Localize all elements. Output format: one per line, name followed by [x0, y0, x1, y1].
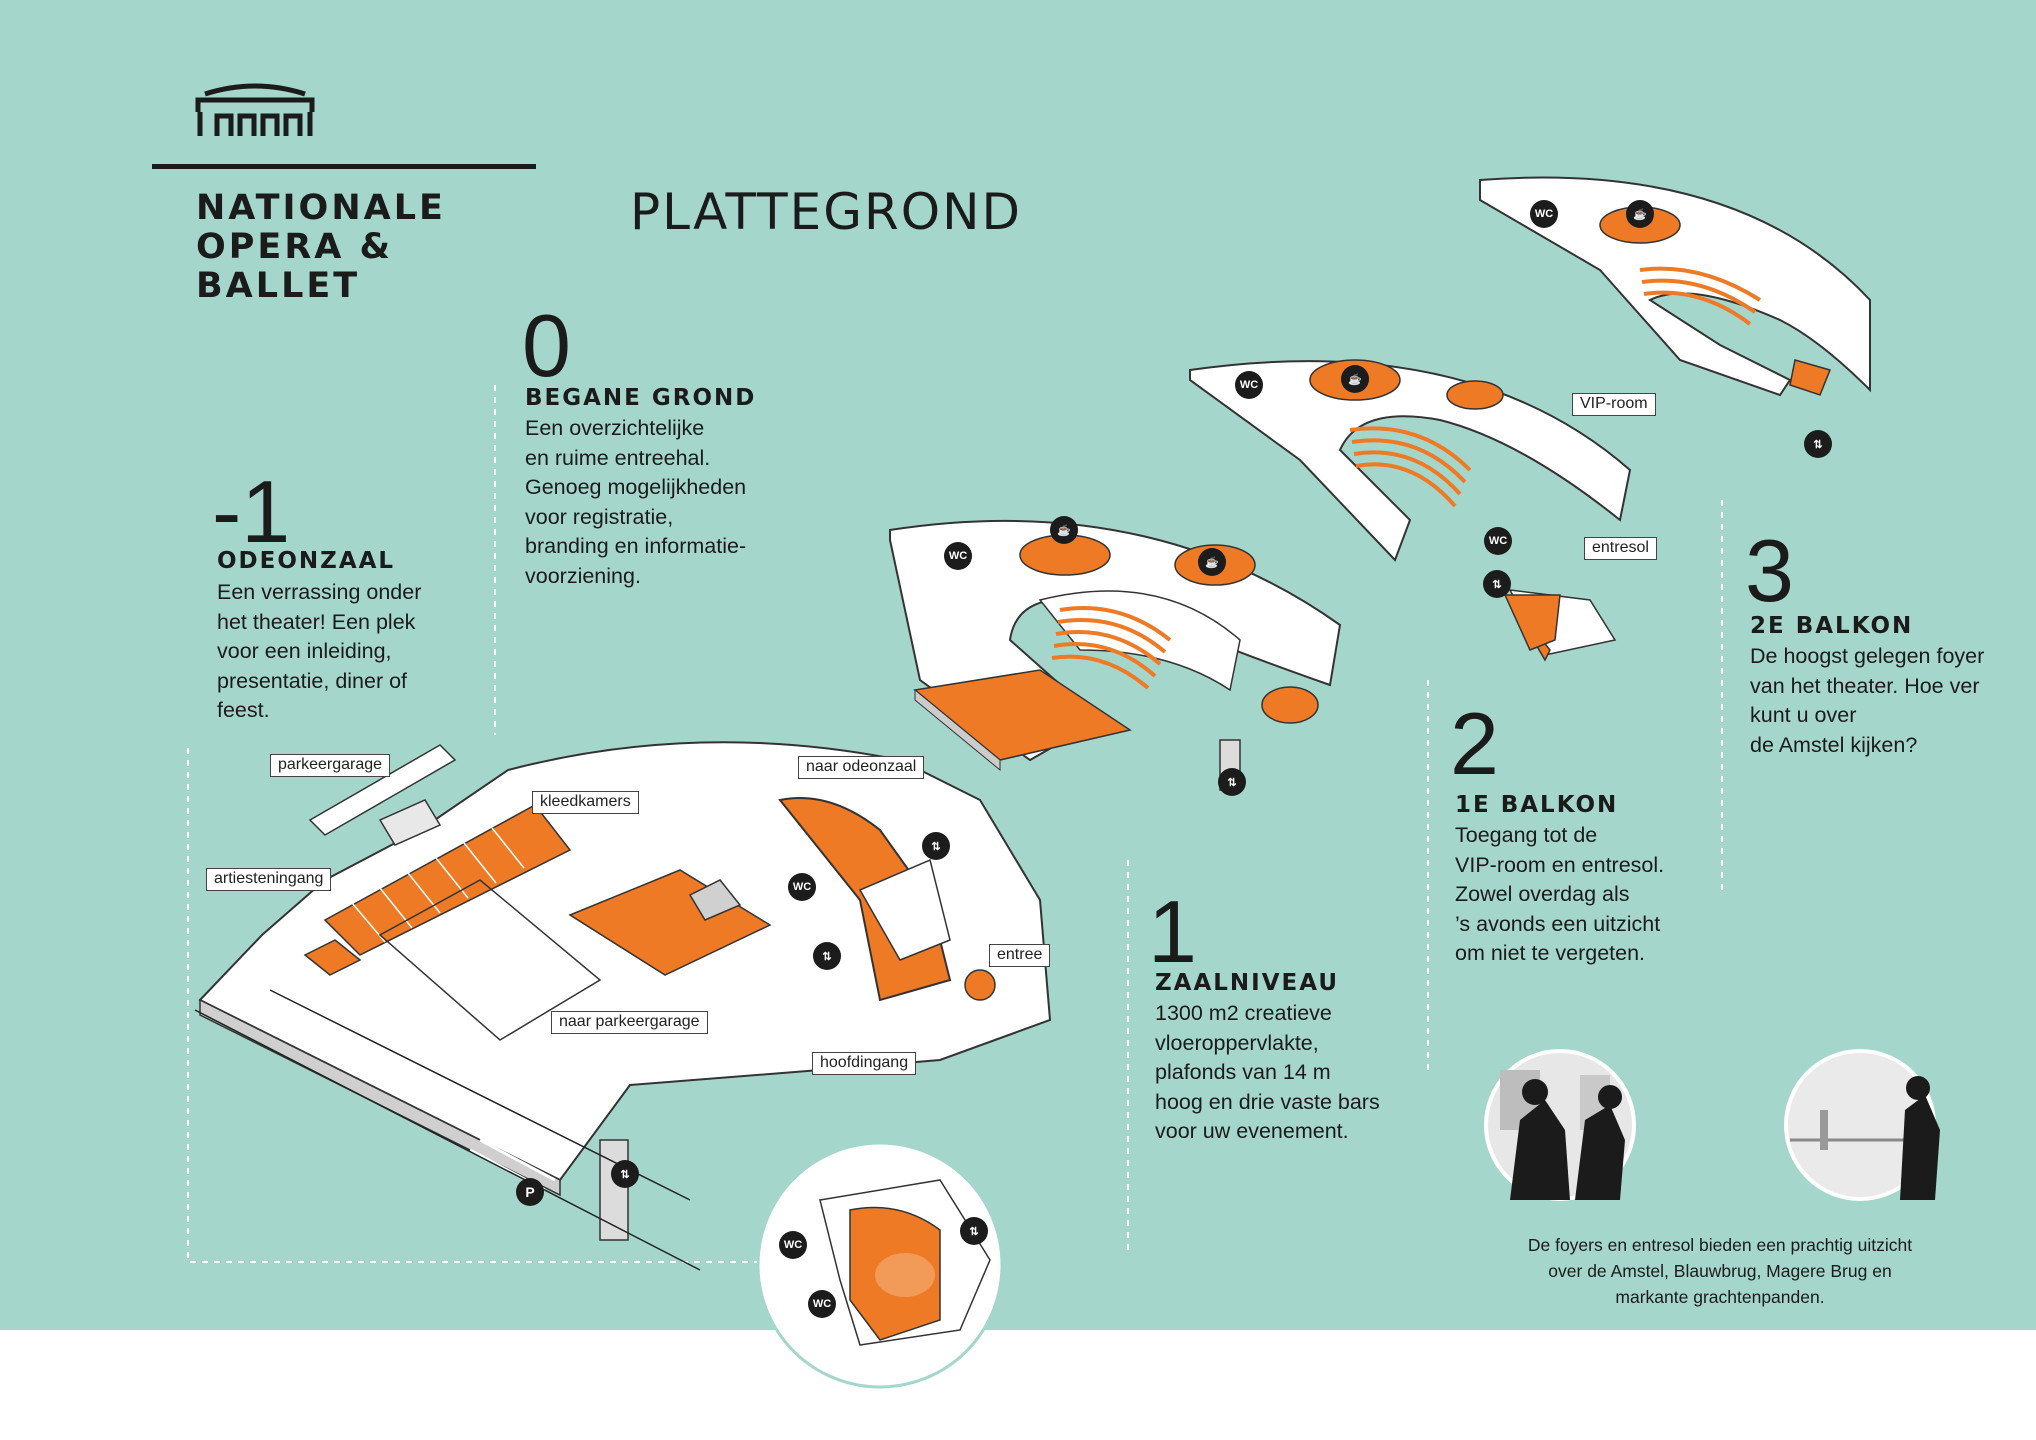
label-hoofdingang: hoofdingang — [812, 1052, 917, 1075]
cafe-icon: ☕ — [1341, 365, 1369, 393]
label-naar-odeonzaal: naar odeonzaal — [798, 756, 925, 779]
elevator-icon: ⇅ — [813, 942, 841, 970]
elevator-icon: ⇅ — [1804, 430, 1832, 458]
level-1-number: 1 — [1148, 882, 1197, 981]
wc-icon: WC — [788, 873, 816, 901]
level-0-number: 0 — [522, 296, 571, 395]
wc-icon: WC — [808, 1290, 836, 1318]
level-2-description: Toegang tot de VIP-room en entresol. Zow… — [1455, 823, 1665, 965]
photo-circles — [1484, 1049, 1940, 1201]
elevator-icon: ⇅ — [922, 832, 950, 860]
page-title: PLATTEGROND — [630, 183, 1023, 241]
brand-line-3: BALLET — [196, 266, 361, 306]
cafe-icon: ☕ — [1198, 548, 1226, 576]
level-minus1-name: ODEONZAAL — [217, 548, 396, 574]
odeonzaal-inset — [756, 1141, 1004, 1389]
label-artiesteningang: artiesteningang — [206, 868, 332, 891]
level-3-plan — [1479, 176, 1871, 397]
brand-line-1: NATIONALE — [196, 188, 446, 228]
elevator-icon: ⇅ — [611, 1160, 639, 1188]
label-entresol: entresol — [1584, 537, 1657, 560]
view-caption: De foyers en entresol bieden een prachti… — [1527, 1235, 1913, 1307]
level-3-name: 2E BALKON — [1750, 613, 1914, 639]
wc-icon: WC — [944, 542, 972, 570]
wc-icon: WC — [1484, 527, 1512, 555]
cafe-icon: ☕ — [1050, 516, 1078, 544]
level-3-number: 3 — [1745, 521, 1794, 620]
ground-floor-plan — [194, 741, 1052, 1271]
elevator-icon: ⇅ — [1218, 768, 1246, 796]
label-vip-room: VIP-room — [1572, 393, 1656, 416]
logo-rule — [152, 164, 536, 169]
label-entree: entree — [989, 944, 1051, 967]
level-2-plan — [1189, 359, 1632, 662]
level-minus1-description: Een verrassing onder het theater! Een pl… — [217, 580, 422, 722]
elevator-icon: ⇅ — [1483, 570, 1511, 598]
level-0-description: Een overzichtelijke en ruime entreehal. … — [525, 416, 747, 588]
level-1-plan — [889, 519, 1342, 791]
elevator-icon: ⇅ — [960, 1217, 988, 1245]
level-minus1-number: -1 — [212, 462, 291, 561]
parking-icon: P — [516, 1178, 544, 1206]
wc-icon: WC — [1235, 371, 1263, 399]
level-2-number: 2 — [1450, 694, 1499, 793]
label-kleedkamers: kleedkamers — [532, 791, 639, 814]
level-3-description: De hoogst gelegen foyer van het theater.… — [1750, 644, 1985, 757]
brand-wordmark: NATIONALE OPERA & BALLET — [196, 189, 446, 306]
level-0-name: BEGANE GROND — [525, 385, 757, 411]
wc-icon: WC — [779, 1231, 807, 1259]
level-1-description: 1300 m2 creatieve vloeroppervlakte, plaf… — [1155, 1001, 1380, 1143]
level-1-name: ZAALNIVEAU — [1155, 970, 1340, 996]
brand-line-2: OPERA & — [196, 227, 394, 267]
label-naar-parkeergarage: naar parkeergarage — [551, 1011, 708, 1034]
leader-lines — [187, 385, 1723, 1263]
label-parkeergarage: parkeergarage — [270, 754, 391, 777]
level-2-name: 1E BALKON — [1455, 792, 1619, 818]
cafe-icon: ☕ — [1626, 200, 1654, 228]
wc-icon: WC — [1530, 200, 1558, 228]
logo-icon — [195, 83, 315, 136]
